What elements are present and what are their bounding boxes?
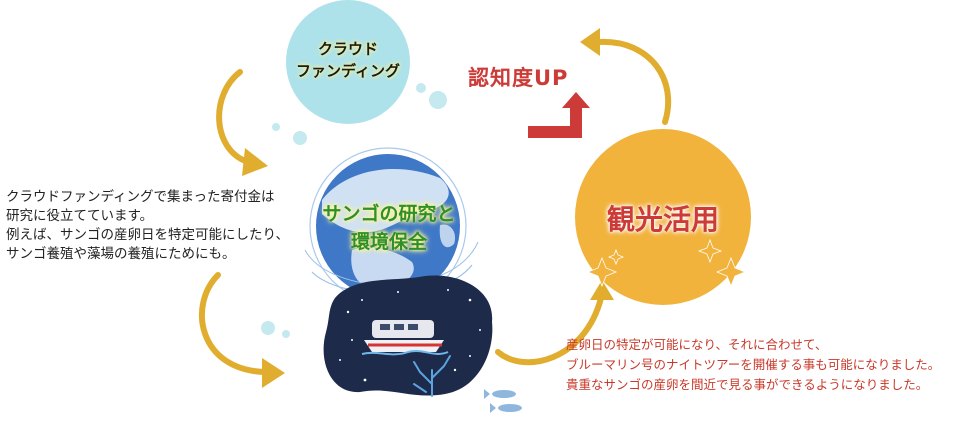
sparkle-icon — [586, 238, 747, 288]
arrowhead-2 — [580, 28, 600, 56]
funding-usage-description: クラウドファンディングで集まった寄付金は 研究に役立てています。 例えば、サンゴ… — [6, 188, 289, 264]
cycle-arrow-funding-to-globe — [216, 69, 251, 165]
funding-line2: ファンディング — [296, 62, 400, 80]
cycle-arrow-tourism-to-funding — [597, 38, 672, 125]
funding-bubble — [286, 0, 410, 124]
funding-label: クラウド ファンディング — [290, 38, 406, 82]
fish-icon — [484, 389, 522, 413]
awareness-label: 認知度UP — [468, 66, 569, 90]
arrowhead-4 — [590, 280, 614, 300]
arrowhead-1 — [242, 148, 268, 176]
tourism-description: 産卵日の特定が可能になり、それに合わせて、 ブルーマリン号のナイトツアーを開催す… — [566, 335, 940, 395]
small-bubble-1 — [429, 91, 447, 109]
left-text-line: サンゴ養殖や藻場の養殖にためにも。 — [6, 246, 236, 262]
cycle-arrow-ship-to-tourism — [495, 295, 604, 366]
tourism-circle — [575, 129, 751, 305]
coral-icon — [413, 355, 451, 397]
research-label: サンゴの研究と 環境保全 — [316, 200, 462, 256]
globe-icon — [304, 147, 479, 305]
small-bubble-3 — [293, 131, 307, 145]
small-bubble-2 — [416, 83, 426, 93]
left-text-line: 研究に役立てています。 — [6, 208, 154, 224]
right-text-line: 貴重なサンゴの産卵を間近で見る事ができるようになりました。 — [566, 377, 929, 392]
left-text-line: クラウドファンディングで集まった寄付金は — [6, 189, 275, 205]
small-bubble-6 — [282, 330, 290, 338]
right-text-line: ブルーマリン号のナイトツアーを開催する事も可能になりました。 — [566, 357, 941, 372]
left-text-line: 例えば、サンゴの産卵日を特定可能にしたり、 — [6, 227, 289, 243]
arrowhead-3 — [262, 358, 285, 388]
small-bubble-4 — [272, 123, 280, 131]
research-line1: サンゴの研究と — [322, 203, 456, 225]
boat-icon — [361, 320, 449, 356]
small-bubble-5 — [261, 321, 275, 335]
funding-line1: クラウド — [317, 40, 378, 58]
tourism-label: 観光活用 — [606, 203, 719, 236]
right-text-line: 産卵日の特定が可能になり、それに合わせて、 — [566, 337, 828, 352]
cycle-arrow-left-to-ship — [198, 272, 268, 375]
research-line2: 環境保全 — [350, 231, 427, 253]
step-arrow-icon — [528, 92, 590, 138]
